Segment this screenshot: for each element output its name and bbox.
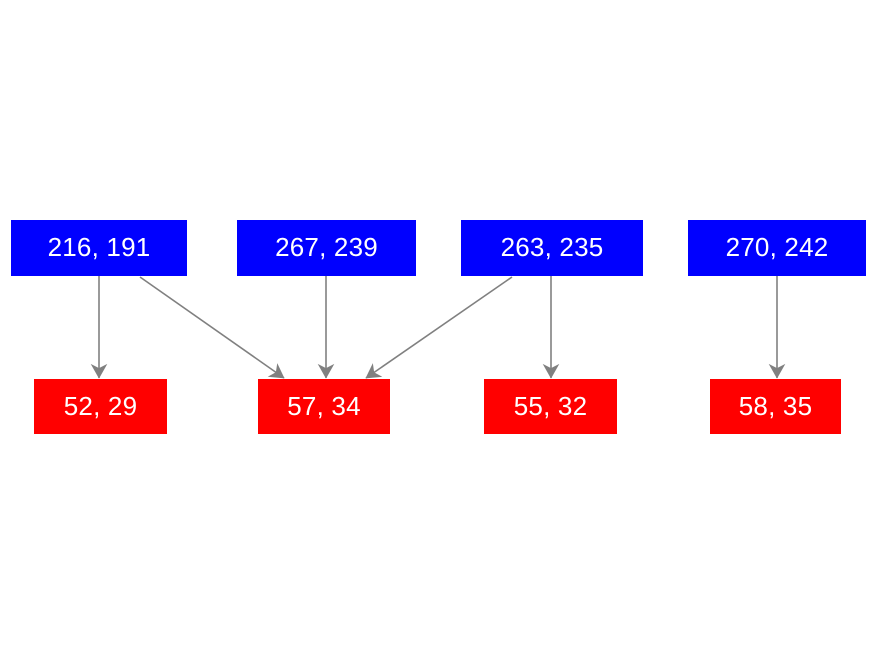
node-tgt-55-32[interactable]: 55, 32: [484, 379, 617, 434]
edge-src-216-191-to-tgt-57-34: [139, 276, 285, 379]
node-label: 270, 242: [725, 232, 829, 262]
edge-src-263-235-to-tgt-57-34: [365, 276, 513, 379]
node-src-270-242[interactable]: 270, 242: [688, 220, 866, 276]
node-src-263-235[interactable]: 263, 235: [461, 220, 643, 276]
node-tgt-57-34[interactable]: 57, 34: [258, 379, 390, 434]
edge-group: [90, 276, 786, 379]
node-src-267-239[interactable]: 267, 239: [237, 220, 416, 276]
node-tgt-52-29[interactable]: 52, 29: [34, 379, 167, 434]
node-label: 263, 235: [500, 232, 604, 262]
node-label: 55, 32: [513, 390, 588, 421]
node-label: 267, 239: [275, 232, 378, 262]
node-label: 216, 191: [47, 232, 151, 262]
node-label: 52, 29: [63, 390, 138, 421]
node-src-216-191[interactable]: 216, 191: [11, 220, 187, 276]
node-label: 58, 35: [738, 390, 813, 421]
node-tgt-58-35[interactable]: 58, 35: [710, 379, 841, 434]
node-label: 57, 34: [287, 390, 361, 421]
